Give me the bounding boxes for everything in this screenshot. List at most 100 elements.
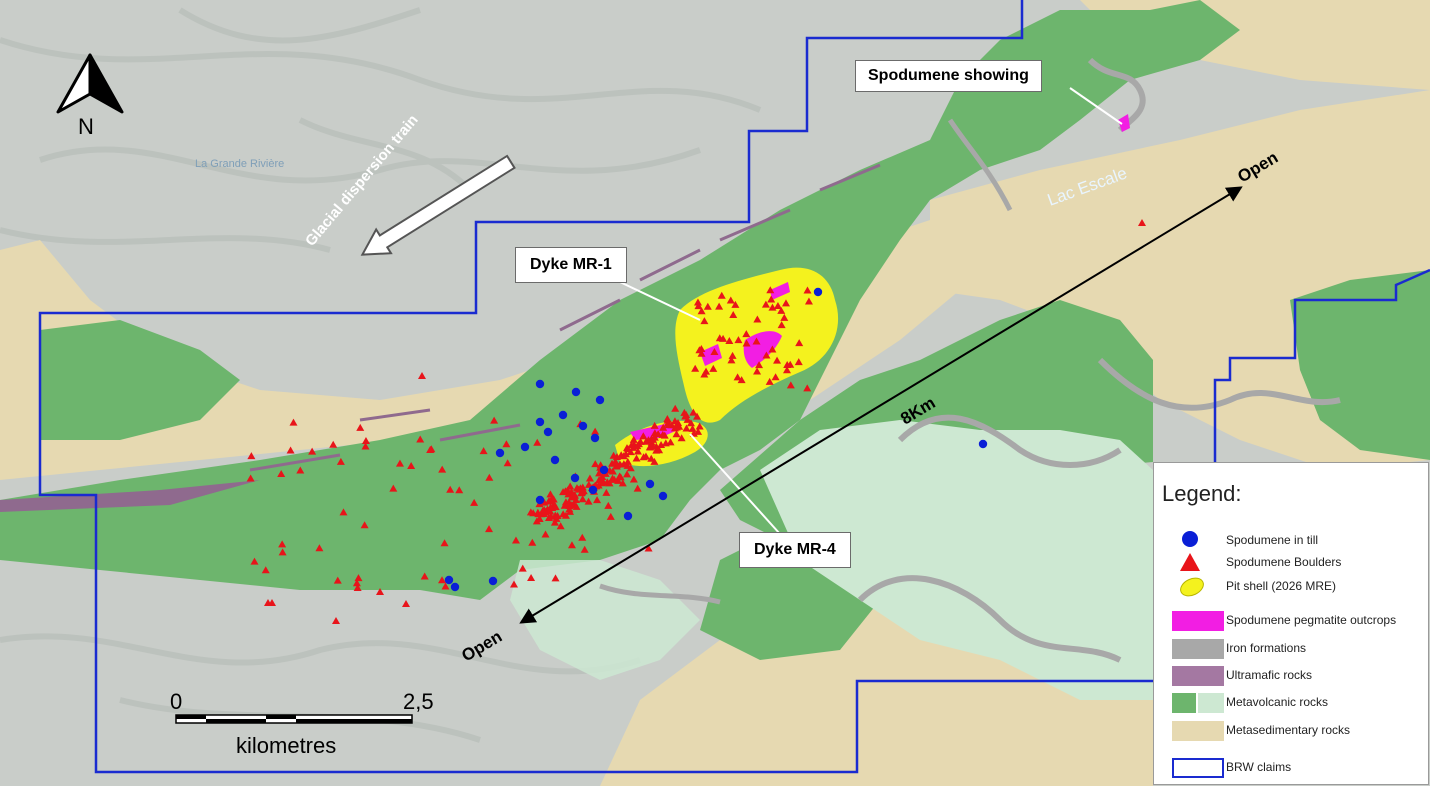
yellow-ellipse-icon bbox=[1180, 577, 1204, 597]
legend-label: Iron formations bbox=[1226, 641, 1307, 655]
boulder-marker bbox=[286, 446, 295, 454]
boulder-marker bbox=[490, 416, 499, 424]
north-arrow-icon bbox=[56, 53, 124, 114]
callout-leader-showing bbox=[1069, 87, 1123, 125]
boulder-marker bbox=[332, 617, 340, 624]
till-marker bbox=[570, 473, 580, 483]
boulder-marker bbox=[336, 457, 345, 465]
legend-item-pegmatite: Spodumene pegmatite outcrops bbox=[1154, 609, 1430, 635]
boulder-marker bbox=[277, 470, 286, 478]
boulder-marker bbox=[315, 544, 324, 552]
till-marker bbox=[813, 287, 823, 297]
boulder-marker bbox=[352, 579, 361, 587]
boulder-marker bbox=[441, 582, 450, 590]
boulder-marker bbox=[278, 540, 287, 548]
boulder-marker bbox=[356, 423, 365, 431]
boulder-marker bbox=[360, 521, 369, 529]
boulder-marker bbox=[247, 452, 256, 460]
boulder-marker bbox=[354, 574, 363, 582]
green-swatch-icon bbox=[1172, 693, 1224, 713]
north-label: N bbox=[78, 114, 94, 139]
pegmatite-outcrop-5 bbox=[1118, 114, 1130, 132]
scale-bar bbox=[175, 714, 413, 724]
boulder-marker bbox=[440, 539, 449, 547]
boulder-marker bbox=[278, 548, 287, 556]
boulder-marker bbox=[438, 465, 447, 473]
till-marker bbox=[444, 575, 454, 585]
gray-swatch-icon bbox=[1172, 639, 1224, 659]
legend-item-metavolcanic: Metavolcanic rocks bbox=[1154, 691, 1430, 717]
boulder-marker bbox=[426, 446, 435, 454]
distance-arrow bbox=[519, 186, 1243, 624]
basemap-texture bbox=[0, 7, 762, 743]
boulder-marker bbox=[418, 372, 426, 379]
legend-item-boulders: Spodumene Boulders bbox=[1154, 551, 1430, 577]
till-marker bbox=[590, 433, 600, 443]
boulder-marker bbox=[296, 466, 305, 474]
till-marker bbox=[978, 439, 988, 449]
boulder-marker bbox=[333, 576, 342, 584]
boulder-marker bbox=[246, 474, 255, 482]
boulder-marker bbox=[503, 459, 512, 467]
till-marker bbox=[599, 465, 609, 475]
legend-label: Ultramafic rocks bbox=[1226, 668, 1313, 682]
legend-label: Spodumene Boulders bbox=[1226, 555, 1342, 569]
till-marker bbox=[595, 395, 605, 405]
boulder-marker bbox=[376, 588, 384, 595]
callout-dyke-mr4: Dyke MR-4 bbox=[739, 532, 851, 568]
till-marker bbox=[658, 491, 668, 501]
legend-label: Spodumene pegmatite outcrops bbox=[1226, 613, 1397, 627]
boulder-marker bbox=[361, 437, 370, 445]
boulder-marker bbox=[407, 462, 416, 470]
legend: Legend: Spodumene in till Spodumene Boul… bbox=[1153, 462, 1429, 785]
scale-unit: kilometres bbox=[236, 733, 336, 758]
till-marker bbox=[450, 582, 460, 592]
boulder-marker bbox=[261, 566, 270, 574]
metavolcanic-west-lobe bbox=[40, 320, 240, 440]
boulder-marker bbox=[361, 442, 370, 450]
boulder-marker bbox=[329, 440, 338, 448]
callout-dyke-mr1: Dyke MR-1 bbox=[515, 247, 627, 283]
boulder-marker bbox=[402, 600, 410, 607]
till-marker bbox=[645, 479, 655, 489]
boulder-marker bbox=[250, 557, 259, 565]
legend-item-ultramafic: Ultramafic rocks bbox=[1154, 664, 1430, 690]
boulder-marker bbox=[438, 576, 447, 584]
till-marker bbox=[535, 495, 545, 505]
boulder-marker bbox=[446, 485, 455, 493]
boulder-marker bbox=[510, 580, 519, 588]
legend-label: Pit shell (2026 MRE) bbox=[1226, 579, 1337, 593]
boulder-marker bbox=[308, 447, 317, 455]
scale-start: 0 bbox=[170, 689, 182, 714]
boulder-marker bbox=[502, 440, 511, 448]
legend-item-claims: BRW claims bbox=[1154, 756, 1430, 782]
blue-outline-swatch-icon bbox=[1172, 758, 1224, 778]
till-marker bbox=[495, 448, 505, 458]
till-marker bbox=[588, 485, 598, 495]
till-marker bbox=[623, 511, 633, 521]
boulder-marker bbox=[289, 418, 298, 426]
tan-swatch-icon bbox=[1172, 721, 1224, 741]
legend-item-till: Spodumene in till bbox=[1154, 529, 1430, 555]
boulder-marker bbox=[353, 584, 362, 592]
legend-item-metasedimentary: Metasedimentary rocks bbox=[1154, 719, 1430, 745]
purple-swatch-icon bbox=[1172, 666, 1224, 686]
legend-label: Spodumene in till bbox=[1226, 533, 1319, 547]
place-label: La Grande Rivière bbox=[195, 158, 284, 170]
glacial-arrow bbox=[360, 154, 516, 256]
till-marker bbox=[571, 387, 581, 397]
boulder-marker bbox=[470, 498, 479, 506]
boulder-marker bbox=[455, 486, 464, 494]
boulder-marker bbox=[339, 508, 348, 516]
boulder-marker bbox=[479, 447, 488, 455]
legend-item-pit-shell: Pit shell (2026 MRE) bbox=[1154, 575, 1430, 601]
legend-label: BRW claims bbox=[1226, 760, 1292, 774]
boulder-marker bbox=[485, 473, 494, 481]
legend-label: Metasedimentary rocks bbox=[1226, 723, 1351, 737]
scale-end: 2,5 bbox=[403, 689, 434, 714]
boulder-marker bbox=[511, 536, 520, 544]
ultramafic-lens-1 bbox=[0, 480, 260, 512]
magenta-swatch-icon bbox=[1172, 611, 1224, 631]
boulder-marker bbox=[416, 435, 425, 443]
